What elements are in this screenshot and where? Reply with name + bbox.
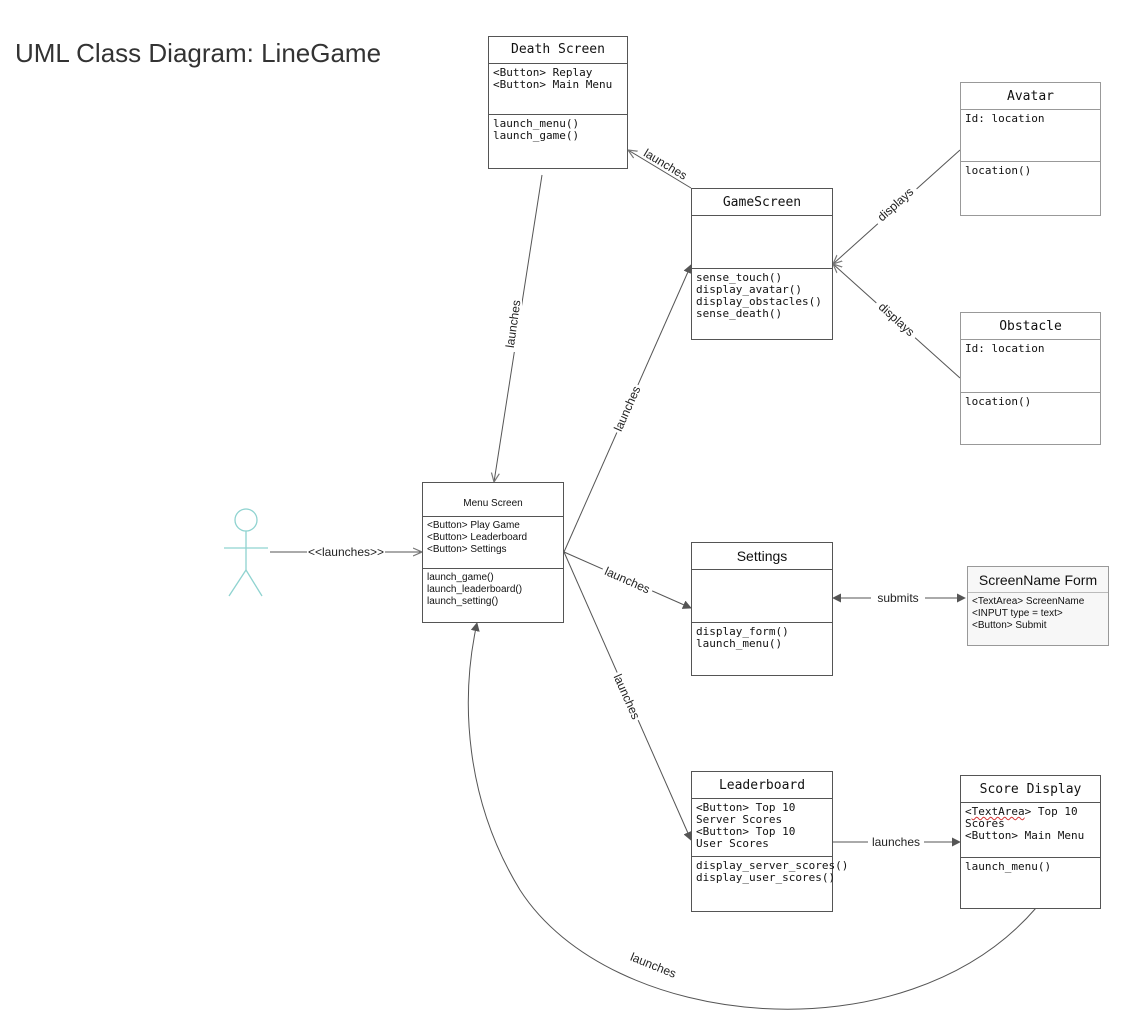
class-attributes: Id: location xyxy=(961,110,1100,162)
class-avatar[interactable]: Avatar Id: location location() xyxy=(960,82,1101,216)
class-methods: launch_menu() xyxy=(961,858,1100,876)
class-name: ScreenName Form xyxy=(968,567,1108,593)
attribute: <Button> Leaderboard xyxy=(427,532,528,543)
class-attributes: <Button> Replay <Button> Main Menu xyxy=(489,64,627,115)
attribute: <Button> Replay xyxy=(493,66,593,79)
attribute: <TextArea> Top 10 Scores xyxy=(965,805,1085,830)
edge-game-to-death xyxy=(628,150,692,189)
attribute: <Button> Settings xyxy=(427,544,507,555)
method: launch_game() xyxy=(493,129,580,142)
class-name: Obstacle xyxy=(961,313,1100,340)
class-name: GameScreen xyxy=(692,189,832,216)
attribute: <INPUT type = text> xyxy=(972,608,1063,619)
class-methods: launch_game() launch_leaderboard() launc… xyxy=(423,569,563,611)
attribute: <TextArea> ScreenName xyxy=(972,596,1085,607)
class-methods: display_server_scores() display_user_sco… xyxy=(692,857,849,887)
method: location() xyxy=(965,164,1032,177)
method: display_server_scores() xyxy=(696,859,849,872)
class-name: Score Display xyxy=(961,776,1100,803)
attribute: Id: location xyxy=(965,112,1045,125)
method: sense_touch() xyxy=(696,271,783,284)
class-score-display[interactable]: Score Display <TextArea> Top 10 Scores <… xyxy=(960,775,1101,909)
method: launch_game() xyxy=(427,572,494,583)
attribute: <Button> Play Game xyxy=(427,520,520,531)
class-methods: launch_menu() launch_game() xyxy=(489,115,627,145)
class-attributes: Id: location xyxy=(961,340,1100,393)
class-settings[interactable]: Settings display_form() launch_menu() xyxy=(691,542,833,676)
method: launch_leaderboard() xyxy=(427,584,523,595)
spellcheck-underline: TextArea xyxy=(971,805,1025,818)
class-obstacle[interactable]: Obstacle Id: location location() xyxy=(960,312,1101,445)
class-attributes: <TextArea> Top 10 Scores <Button> Main M… xyxy=(961,803,1100,858)
method: launch_menu() xyxy=(965,860,1052,873)
method: display_obstacles() xyxy=(696,295,822,308)
attribute: Id: location xyxy=(965,342,1045,355)
class-attributes: <TextArea> ScreenName <INPUT type = text… xyxy=(968,593,1108,635)
attribute: <Button> Submit xyxy=(972,620,1047,631)
class-name: Avatar xyxy=(961,83,1100,110)
edge-label-score-to-menu: launches xyxy=(628,950,678,981)
class-attributes: <Button> Top 10 Server Scores <Button> T… xyxy=(692,799,832,857)
class-leaderboard[interactable]: Leaderboard <Button> Top 10 Server Score… xyxy=(691,771,849,912)
class-screenname-form[interactable]: ScreenName Form <TextArea> ScreenName <I… xyxy=(967,566,1109,646)
method: sense_death() xyxy=(696,307,783,320)
class-name: Leaderboard xyxy=(692,772,832,799)
class-methods: location() xyxy=(961,162,1100,180)
class-methods: sense_touch() display_avatar() display_o… xyxy=(692,269,832,323)
class-attributes xyxy=(692,570,832,623)
method: display_form() xyxy=(696,625,789,638)
edge-label-leaderboard-to-score: launches xyxy=(872,835,920,849)
method: display_avatar() xyxy=(696,283,802,296)
attribute: <Button> Main Menu xyxy=(493,78,613,91)
method: location() xyxy=(965,395,1032,408)
class-methods: display_form() launch_menu() xyxy=(692,623,832,653)
actor-icon xyxy=(224,508,268,597)
class-game-screen[interactable]: GameScreen sense_touch() display_avatar(… xyxy=(691,188,833,340)
attribute: <Button> Top 10 Server Scores xyxy=(696,801,802,826)
class-name: Menu Screen xyxy=(423,483,563,517)
method: launch_setting() xyxy=(427,596,499,607)
edge-score-to-menu xyxy=(467,622,1037,1010)
method: display_user_scores() xyxy=(696,871,836,884)
edge-label-death-to-menu: launches xyxy=(503,299,524,349)
class-menu-screen[interactable]: Menu Screen <Button> Play Game <Button> … xyxy=(422,482,564,623)
class-name: Death Screen xyxy=(489,37,627,64)
edge-label-actor-to-menu: <<launches>> xyxy=(308,545,384,559)
class-name: Settings xyxy=(692,543,832,570)
method: launch_menu() xyxy=(493,117,580,130)
edge-label-settings-form: submits xyxy=(877,591,918,605)
class-attributes xyxy=(692,216,832,269)
method: launch_menu() xyxy=(696,637,783,650)
attribute: <Button> Main Menu xyxy=(965,829,1085,842)
class-methods: location() xyxy=(961,393,1100,411)
attribute: <Button> Top 10 User Scores xyxy=(696,825,802,850)
class-death-screen[interactable]: Death Screen <Button> Replay <Button> Ma… xyxy=(488,36,628,169)
diagram-title: UML Class Diagram: LineGame xyxy=(15,38,382,68)
class-attributes: <Button> Play Game <Button> Leaderboard … xyxy=(423,517,563,569)
